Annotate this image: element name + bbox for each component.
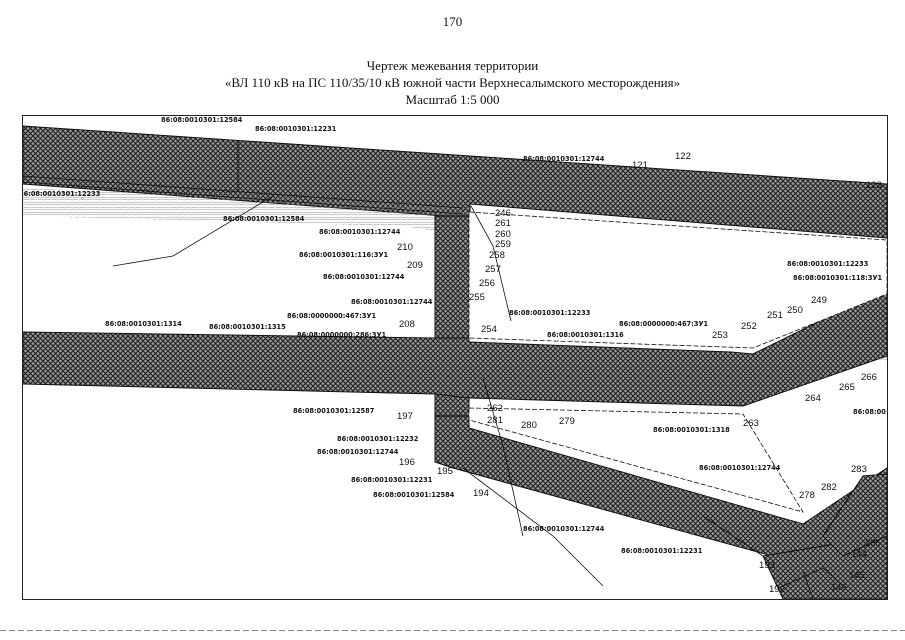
point-label: 282 [821, 482, 837, 493]
corridor-upper [23, 125, 887, 239]
cadastral-label: 86:08:0010301:12744 [317, 448, 399, 456]
point-label: 254 [481, 324, 497, 335]
cadastral-label: 86:08:0010301:12584 [161, 116, 243, 124]
point-labels: 121 122 123 246 261 260 259 258 257 256 … [397, 151, 882, 595]
scale-label: Масштаб 1:5 000 [405, 92, 500, 107]
cadastral-label: 86:08:0010301:12231 [621, 547, 703, 555]
point-label: 259 [495, 239, 511, 250]
cadastral-label: 86:08:0010301:12233 [787, 260, 869, 268]
point-label: 250 [787, 305, 803, 316]
point-label: 255 [469, 292, 485, 303]
point-label: 196 [399, 457, 415, 468]
corridor-right-vertical [822, 473, 887, 557]
point-label: 210 [397, 242, 413, 253]
cadastral-label: 86:08:0010301:12233 [23, 190, 101, 198]
page-bottom-rule [0, 630, 905, 631]
map-canvas: 86:08:0010301:12584 86:08:0010301:12231 … [23, 116, 887, 599]
point-label: 280 [521, 420, 537, 431]
point-label: 260 [495, 229, 511, 240]
cadastral-label: 86:08:0010301:12231 [351, 476, 433, 484]
point-label: 122 [675, 151, 691, 162]
point-label: 194 [473, 488, 489, 499]
cadastral-label: 86:08:0000000:286:ЗУ1 [297, 331, 387, 339]
cadastral-label: 86:08:0010301:12231 [255, 125, 337, 133]
point-label: 195 [437, 466, 453, 477]
cadastral-label: 86:08:0010301:12587 [293, 407, 375, 415]
inner-clearing-lower [468, 407, 804, 513]
cadastral-label: 86:08:0000000:467:ЗУ1 [619, 320, 709, 328]
cadastral-label: 86:08:0010301:12744 [319, 228, 401, 236]
corridor-lower [434, 415, 887, 565]
point-label: 253 [712, 330, 728, 341]
cadastral-label: 86:08:0010301:1318 [653, 426, 730, 434]
page-number: 170 [442, 14, 463, 29]
point-label: 258 [489, 250, 505, 261]
cadastral-label: 86:08:00 [853, 408, 886, 416]
boundary-lines [23, 141, 844, 599]
point-label: 252 [741, 321, 757, 332]
title-line-1: Чертеж межевания территории [366, 58, 539, 73]
point-label: 257 [485, 264, 501, 275]
inner-clearing-upper [468, 211, 887, 349]
point-label: 145 [849, 570, 865, 581]
cadastral-label: 86:08:0010301:12744 [323, 273, 405, 281]
cadastral-label: 86:08:0010301:12232 [337, 435, 419, 443]
point-label: 262 [487, 403, 503, 414]
point-label: 193 [759, 560, 775, 571]
point-label: 123 [866, 180, 882, 191]
point-label: 197 [397, 411, 413, 422]
cadastral-label: 86:08:0010301:12744 [523, 525, 605, 533]
cadastral-label: 86:08:0010301:12744 [523, 155, 605, 163]
point-label: 144 [851, 549, 867, 560]
point-label: 279 [559, 416, 575, 427]
cadastral-label: 86:08:0010301:118:ЗУ1 [793, 274, 883, 282]
point-label: 285 [865, 538, 881, 549]
point-label: 281 [487, 415, 503, 426]
point-label: 278 [799, 490, 815, 501]
title-line-2: «ВЛ 110 кВ на ПС 110/35/10 кВ южной част… [224, 75, 681, 90]
cadastral-label: 86:08:0000000:467:ЗУ1 [287, 312, 377, 320]
point-label: 264 [805, 393, 821, 404]
cadastral-label: 86:08:0010301:12744 [699, 464, 781, 472]
point-label: 192 [769, 584, 785, 595]
cadastral-label: 86:08:0010301:12744 [351, 298, 433, 306]
point-label: 251 [767, 310, 783, 321]
corridor-bottom-right [762, 535, 887, 599]
cadastral-label: 86:08:0010301:116:ЗУ1 [299, 251, 389, 259]
cadastral-label: 86:08:0010301:12584 [373, 491, 455, 499]
point-label: 208 [399, 319, 415, 330]
point-label: 249 [811, 295, 827, 306]
point-label: 121 [632, 160, 648, 171]
cadastral-label: 86:08:0010301:12584 [223, 215, 305, 223]
point-label: 246 [495, 208, 511, 219]
point-label: 261 [495, 218, 511, 229]
cadastral-labels: 86:08:0010301:12584 86:08:0010301:12231 … [23, 116, 886, 555]
point-label: 209 [407, 260, 423, 271]
point-label: 283 [851, 464, 867, 475]
map-frame: 86:08:0010301:12584 86:08:0010301:12231 … [22, 115, 888, 600]
point-label: 256 [479, 278, 495, 289]
point-label: 263 [743, 418, 759, 429]
cadastral-label: 86:08:0010301:1316 [547, 331, 624, 339]
point-label: 266 [861, 372, 877, 383]
point-label: 265 [839, 382, 855, 393]
cadastral-label: 86:08:0010301:1315 [209, 323, 286, 331]
cadastral-label: 86:08:0010301:1314 [105, 320, 182, 328]
point-label: 146 [831, 582, 847, 593]
cadastral-label: 86:08:0010301:12233 [509, 309, 591, 317]
drawing-title: Чертеж межевания территории «ВЛ 110 кВ н… [0, 57, 905, 108]
